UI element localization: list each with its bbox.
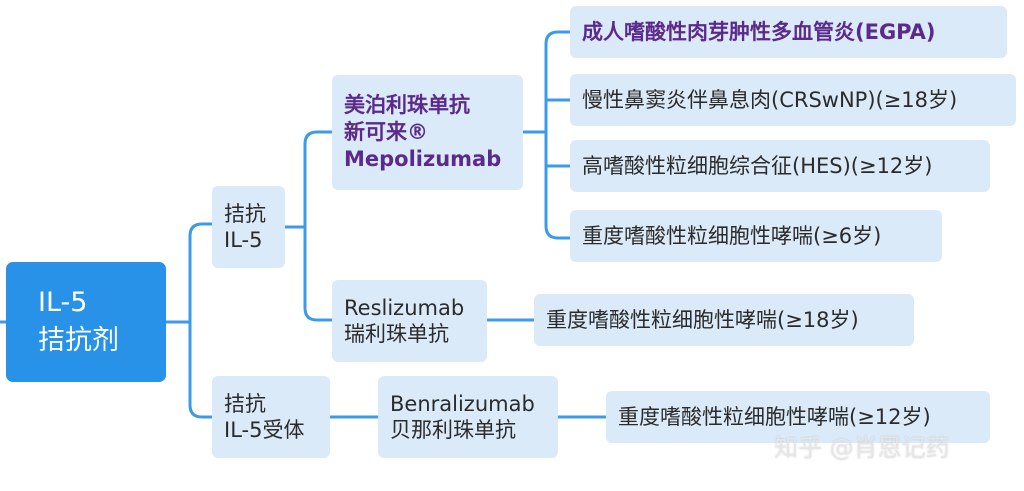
indication-asthma-12-text: 重度嗜酸性粒细胞性哮喘(≥12岁) (618, 404, 931, 429)
indication-asthma-18-text: 重度嗜酸性粒细胞性哮喘(≥18岁) (546, 307, 859, 332)
indication-egpa-text: 成人嗜酸性肉芽肿性多血管炎(EGPA) (582, 19, 936, 44)
indication-asthma-18: 重度嗜酸性粒细胞性哮喘(≥18岁) (534, 294, 914, 346)
reslizumab-node: Reslizumab 瑞利珠单抗 (332, 280, 487, 362)
mepolizumab-en-name: Mepolizumab (344, 147, 502, 172)
root-node: IL-5 拮抗剂 (6, 262, 166, 382)
branch-receptor-line1: 拮抗 (224, 391, 266, 416)
connector-root-branches (164, 222, 214, 419)
benralizumab-en-name: Benralizumab (390, 391, 535, 416)
indication-asthma-6: 重度嗜酸性粒细胞性哮喘(≥6岁) (570, 210, 942, 262)
indication-crswnp: 慢性鼻窦炎伴鼻息肉(CRSwNP)(≥18岁) (570, 74, 1016, 126)
mepolizumab-brand: 新可来® (344, 119, 428, 144)
benralizumab-node: Benralizumab 贝那利珠单抗 (378, 376, 558, 458)
branch-il5-line1: 拮抗 (224, 201, 266, 226)
root-line1: IL-5 (38, 287, 88, 319)
connector-mepolizumab-indications (521, 30, 572, 240)
indication-asthma-12: 重度嗜酸性粒细胞性哮喘(≥12岁) (606, 391, 990, 443)
indication-asthma-6-text: 重度嗜酸性粒细胞性哮喘(≥6岁) (582, 223, 882, 248)
root-line2: 拮抗剂 (38, 325, 119, 356)
reslizumab-en-name: Reslizumab (344, 295, 465, 320)
indication-crswnp-text: 慢性鼻窦炎伴鼻息肉(CRSwNP)(≥18岁) (582, 87, 958, 112)
branch-il5-node: 拮抗 IL-5 (212, 186, 285, 268)
mepolizumab-node: 美泊利珠单抗 新可来® Mepolizumab (332, 75, 523, 190)
reslizumab-cn-name: 瑞利珠单抗 (344, 322, 449, 346)
indication-hes-text: 高嗜酸性粒细胞综合征(HES)(≥12岁) (582, 153, 933, 178)
mepolizumab-cn-name: 美泊利珠单抗 (344, 92, 470, 117)
indication-egpa: 成人嗜酸性肉芽肿性多血管炎(EGPA) (570, 6, 1007, 58)
branch-receptor-line2: IL-5受体 (224, 418, 305, 442)
branch-il5-line2: IL-5 (224, 228, 263, 252)
connector-il5-drugs (283, 130, 334, 322)
watermark: 知乎 @肖恩记药 (774, 434, 950, 462)
indication-hes: 高嗜酸性粒细胞综合征(HES)(≥12岁) (570, 140, 990, 192)
branch-receptor-node: 拮抗 IL-5受体 (212, 376, 330, 458)
benralizumab-cn-name: 贝那利珠单抗 (390, 418, 516, 442)
